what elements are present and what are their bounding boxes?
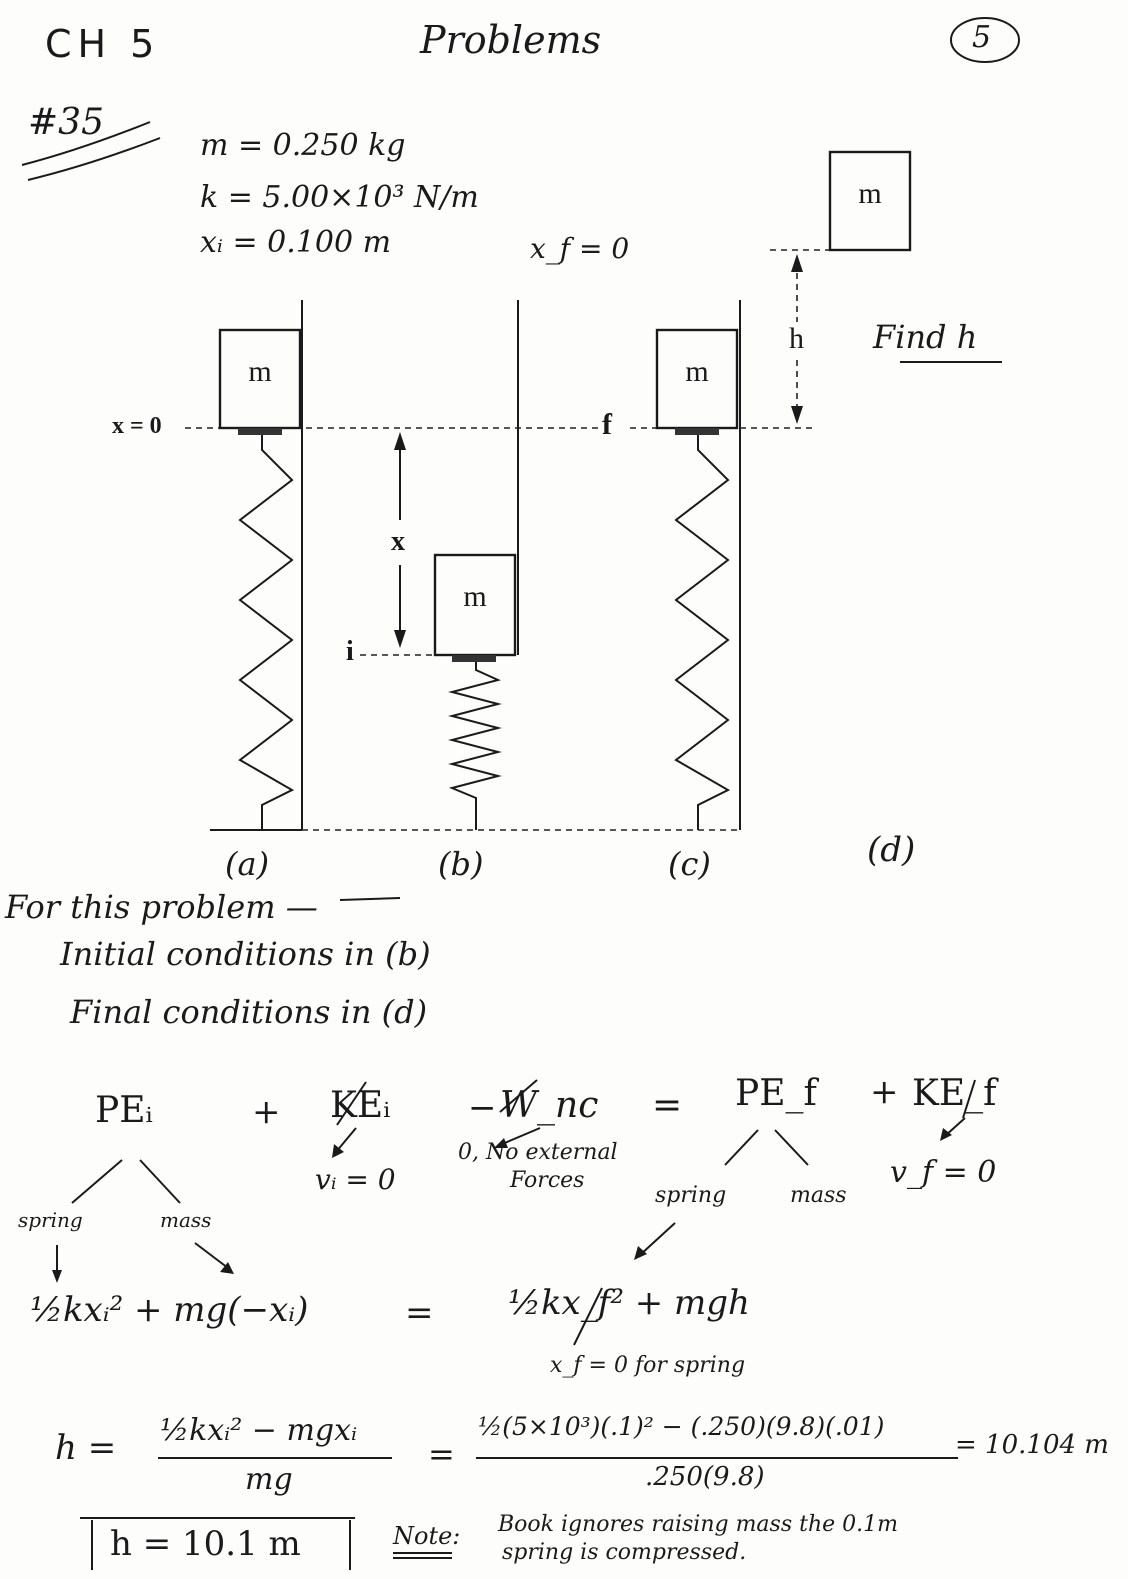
note-text-line2: spring is compressed. (502, 1540, 747, 1565)
wnc-crossout (499, 1079, 538, 1113)
expanded-lhs: ½kxᵢ² + mg(−xᵢ) (30, 1290, 309, 1330)
xf-spring-note: x_f = 0 for spring (550, 1353, 746, 1378)
pe-i-branch-mass (139, 1159, 181, 1204)
spring-f-arrow (639, 1222, 676, 1256)
plate-c (675, 428, 719, 435)
given-mass: m = 0.250 kg (200, 128, 406, 163)
page-title: Problems (420, 18, 602, 62)
mass-label-a: m (248, 355, 272, 388)
panel-label-a: (a) (225, 845, 270, 883)
plus-sign-1: + (252, 1092, 281, 1132)
spring-c (674, 435, 731, 830)
final-answer: h = 10.1 m (110, 1524, 301, 1564)
given-xi: xᵢ = 0.100 m (200, 225, 392, 260)
mass-label-c: m (685, 355, 709, 388)
pe-i-spring-label: spring (18, 1208, 83, 1232)
expanded-equals: = (405, 1293, 434, 1333)
h-denominator: mg (245, 1462, 293, 1497)
pe-i-term: PEᵢ (95, 1090, 153, 1131)
chapter-label: CH 5 (45, 22, 161, 66)
pe-f-mass-label: mass (790, 1183, 847, 1208)
pe-f-branch-mass (774, 1129, 809, 1166)
nc-note-line2: Forces (510, 1168, 585, 1193)
i-label: i (346, 636, 354, 667)
v-f-note: v_f = 0 (890, 1155, 997, 1190)
note-text-line1: Book ignores raising mass the 0.1m (498, 1512, 898, 1537)
note-intro: For this problem — (5, 888, 318, 926)
numeric-result: = 10.104 m (955, 1430, 1109, 1460)
x-label: x (391, 526, 405, 557)
page-number: 5 (972, 20, 992, 55)
plus-sign-2: + (870, 1072, 899, 1112)
problem-underline-2 (27, 137, 161, 181)
spring-a (238, 435, 295, 830)
f-label: f (602, 408, 612, 441)
note-initial: Initial conditions in (b) (60, 935, 431, 973)
expanded-rhs: ½kx_f² + mgh (508, 1283, 750, 1323)
equals-sign-1: = (652, 1085, 683, 1126)
mass-down-arrow (194, 1242, 229, 1269)
x-arrow-head-down (394, 630, 406, 648)
ke-i-crossout (336, 1081, 367, 1126)
ke-f-crossout (962, 1079, 976, 1119)
panel-label-d: (d) (867, 830, 916, 870)
panel-label-b: (b) (438, 845, 484, 883)
page-number-circle (950, 17, 1020, 63)
pe-f-branch-spring (724, 1129, 759, 1166)
pe-i-branch-spring (71, 1159, 123, 1204)
pe-f-spring-label: spring (655, 1183, 727, 1208)
h-equals: h = (55, 1428, 117, 1468)
mass-label-b: m (463, 580, 487, 613)
note-final: Final conditions in (d) (70, 993, 428, 1031)
spring-b (448, 662, 502, 830)
wnc-arrow (499, 1127, 541, 1146)
h-numerator: ½kxᵢ² − mgxᵢ (160, 1413, 358, 1448)
plate-b (452, 655, 496, 662)
ke-i-term: KEᵢ (330, 1085, 391, 1126)
pe-i-mass-label: mass (160, 1208, 212, 1232)
find-h-label: Find h (873, 318, 978, 356)
minus-sign: − (468, 1088, 497, 1128)
xf-crossout (573, 1287, 603, 1346)
plate-a (238, 428, 282, 435)
mass-box-c (655, 328, 739, 430)
substituted-numerator: ½(5×10³)(.1)² − (.250)(9.8)(.01) (478, 1412, 885, 1441)
substituted-denominator: .250(9.8) (645, 1462, 765, 1492)
h-arrow-head-up (791, 254, 803, 272)
given-spring-constant: k = 5.00×10³ N/m (200, 180, 479, 215)
x0-label: x = 0 (112, 413, 162, 439)
v-i-note: vᵢ = 0 (315, 1163, 396, 1196)
pe-f-term: PE_f (735, 1073, 817, 1114)
h-label: h (789, 322, 804, 355)
w-nc-term: W_nc (500, 1085, 599, 1126)
h-arrow-head-down (791, 406, 803, 424)
h-equals-2: = (428, 1435, 455, 1473)
given-xf: x_f = 0 (530, 232, 630, 265)
problem-underline-1 (21, 121, 151, 166)
panel-label-c: (c) (668, 845, 711, 883)
ke-i-arrow (335, 1127, 357, 1153)
problem-number: #35 (28, 102, 104, 143)
note-label: Note: (393, 1522, 461, 1550)
nc-note-line1: 0, No external (458, 1140, 618, 1165)
mass-label-d: m (858, 177, 882, 210)
ke-f-term: KE_f (912, 1073, 997, 1114)
mass-box-d (828, 150, 912, 252)
intro-dash (339, 897, 401, 901)
x-arrow-head-up (394, 432, 406, 450)
